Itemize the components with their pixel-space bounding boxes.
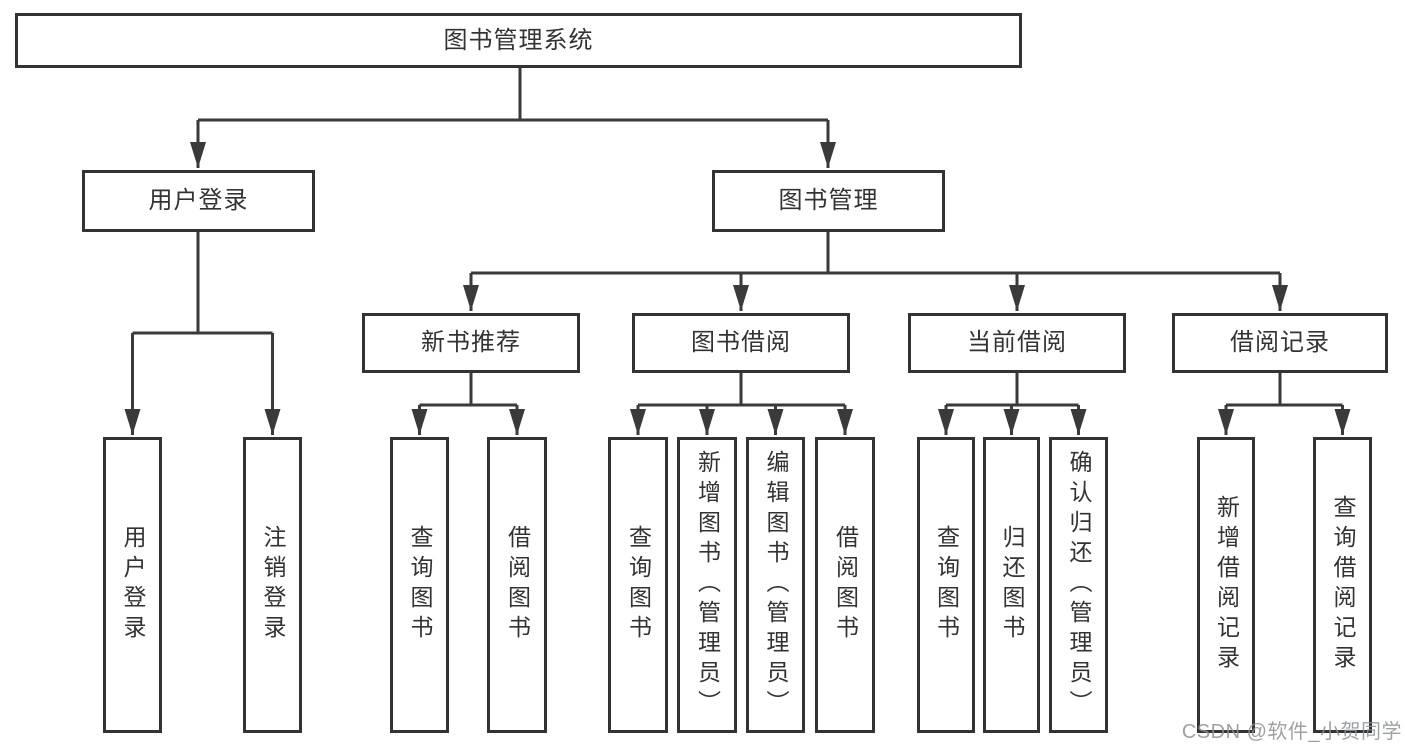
node-current-borrowing: 当前借阅 bbox=[908, 313, 1126, 373]
connector-borrowing-records-to-leaves bbox=[1218, 373, 1351, 435]
leaf-query-books-3: 查询图书 bbox=[917, 437, 975, 733]
leaf-borrow-books-2: 借阅图书 bbox=[815, 437, 875, 733]
leaf-return-books: 归还图书 bbox=[983, 437, 1040, 733]
node-label: 当前借阅 bbox=[967, 329, 1067, 356]
leaf-query-borrow-record: 查询借阅记录 bbox=[1313, 437, 1372, 733]
node-label: 借阅图书 bbox=[832, 525, 859, 645]
node-label: 图书管理系统 bbox=[443, 26, 594, 54]
node-label: 编辑图书（管理员） bbox=[763, 450, 789, 720]
node-label: 新增借阅记录 bbox=[1213, 495, 1240, 675]
node-label: 图书管理 bbox=[778, 187, 879, 214]
node-user-login: 用户登录 bbox=[82, 170, 315, 232]
node-label: 图书借阅 bbox=[691, 329, 791, 356]
connector-root-to-level2 bbox=[190, 68, 836, 168]
connector-book-management-to-level3 bbox=[463, 232, 1288, 311]
leaf-user-login: 用户登录 bbox=[103, 437, 162, 733]
node-book-borrowing: 图书借阅 bbox=[632, 313, 850, 373]
leaf-borrow-books-1: 借阅图书 bbox=[487, 437, 547, 733]
node-label: 用户登录 bbox=[148, 187, 249, 214]
node-label: 借阅记录 bbox=[1230, 329, 1330, 356]
leaf-add-books-admin: 新增图书（管理员） bbox=[677, 437, 737, 733]
connector-user-login-to-leaves bbox=[124, 232, 281, 435]
node-label: 查询图书 bbox=[407, 525, 433, 645]
node-label: 新增图书（管理员） bbox=[694, 450, 721, 720]
connector-book-borrowing-to-leaves bbox=[630, 373, 853, 435]
node-label: 新书推荐 bbox=[421, 329, 521, 356]
node-label: 借阅图书 bbox=[504, 525, 531, 645]
node-new-book-recommendation: 新书推荐 bbox=[362, 313, 580, 373]
leaf-confirm-return-admin: 确认归还（管理员） bbox=[1049, 437, 1108, 733]
connector-current-borrowing-to-leaves bbox=[938, 373, 1087, 435]
connector-new-books-to-leaves bbox=[411, 373, 525, 435]
node-book-management: 图书管理 bbox=[712, 170, 945, 232]
node-label: 查询图书 bbox=[625, 525, 652, 645]
leaf-query-books-2: 查询图书 bbox=[608, 437, 668, 733]
leaf-add-borrow-record: 新增借阅记录 bbox=[1197, 437, 1255, 733]
node-borrowing-records: 借阅记录 bbox=[1172, 313, 1388, 373]
node-label: 注销登录 bbox=[260, 525, 286, 645]
csdn-watermark: CSDN @软件_小贺同学 bbox=[1181, 721, 1402, 743]
node-label: 查询借阅记录 bbox=[1330, 495, 1356, 675]
node-label: 查询图书 bbox=[933, 525, 960, 645]
leaf-query-books-1: 查询图书 bbox=[390, 437, 449, 733]
node-label: 归还图书 bbox=[999, 525, 1025, 645]
leaf-edit-books-admin: 编辑图书（管理员） bbox=[746, 437, 805, 733]
node-label: 用户登录 bbox=[120, 525, 146, 645]
leaf-logout: 注销登录 bbox=[243, 437, 302, 733]
node-label: 确认归还（管理员） bbox=[1066, 450, 1092, 720]
node-library-management-system: 图书管理系统 bbox=[15, 13, 1022, 68]
